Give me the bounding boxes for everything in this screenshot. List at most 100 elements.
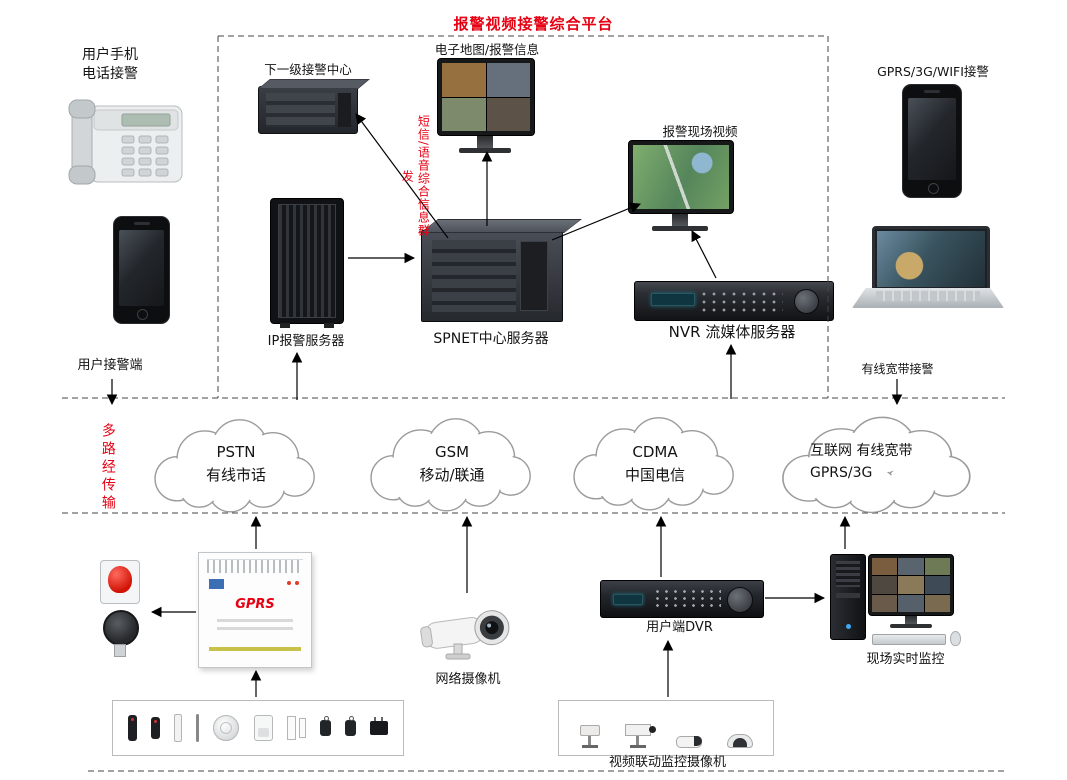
remote-control (151, 717, 161, 739)
panel-brand-text: GPRS (235, 597, 275, 612)
dvr-jog-dial (727, 587, 753, 613)
camera-kit-box (558, 700, 774, 756)
laptop-image (852, 226, 1004, 312)
multipath-label: 多路经传输 (99, 423, 116, 513)
sms-note-label: 短信/语音综合信息群发 (400, 114, 431, 238)
client-dvr-label: 用户端DVR (646, 620, 713, 635)
branch-center-server-image (258, 86, 358, 134)
sensor-kit-box (112, 700, 404, 756)
phone-screen (908, 98, 956, 180)
cloud-pstn-line1: PSTN (216, 443, 256, 461)
pir-motion-detector (253, 715, 273, 741)
dvr-device-image (600, 580, 764, 618)
mouse-image (950, 631, 961, 646)
cloud-gsm-label: GSM 移动/联通 (387, 441, 517, 486)
monitor-base (890, 624, 932, 628)
pc-monitor-image (868, 554, 954, 628)
phone-speaker (924, 90, 940, 93)
server-side-panel (520, 241, 548, 311)
alarm-panel-image: GPRS (198, 552, 312, 668)
desk-phone-image (68, 99, 183, 185)
monitor-stand (905, 616, 917, 624)
rack-bay (338, 93, 351, 127)
user-smartphone-image (113, 216, 170, 324)
panel-text-line (217, 619, 293, 622)
user-phone-label: 用户手机 电话接警 (58, 46, 162, 84)
nvr-server-label: NVR 流媒体服务器 (668, 323, 796, 341)
camera-mount-base (581, 745, 598, 748)
monitor-base (652, 226, 708, 231)
cloud-pstn-label: PSTN 有线市话 (168, 441, 304, 486)
monitor-screen-camera-grid (872, 558, 950, 612)
monitor-screen-map (633, 145, 729, 209)
horn-bracket (114, 644, 126, 657)
horn-siren-image (100, 608, 139, 657)
contact-bar (286, 716, 296, 740)
monitor-stand (672, 214, 688, 226)
bullet-camera-image (420, 610, 510, 660)
monitor-stand (477, 136, 493, 148)
box-camera (624, 724, 656, 748)
monitor-base (459, 148, 511, 153)
camera-mount-pole (636, 736, 639, 745)
next-center-label: 下一级接警中心 (264, 62, 352, 77)
cloud-internet-line1: 互联网 有线宽带 (810, 443, 913, 459)
door-sensor-strip (174, 714, 183, 742)
panel-logo-mark (209, 579, 224, 589)
cloud-gsm-line1: GSM (434, 443, 470, 461)
antenna-rod (196, 714, 200, 742)
laptop-keyboard-base (852, 288, 1004, 308)
dvr-led-display (613, 594, 643, 605)
user-phone-label-line1: 用户手机 (82, 47, 138, 63)
nvr-knob (794, 289, 819, 314)
cabinet-vent-door (278, 204, 336, 318)
phone-screen (119, 230, 164, 306)
tower-power-led (845, 624, 851, 629)
panel-terminal-block (207, 559, 303, 573)
dvr-buttons (653, 588, 721, 610)
door-magnet-contact (286, 716, 306, 740)
ptz-camera (579, 725, 600, 748)
strobe-siren-image (100, 560, 140, 604)
monitor-screen-camera-grid (442, 63, 530, 131)
laptop-keys (876, 291, 980, 301)
camera-mount-pole (588, 736, 591, 745)
pc-tower-image (830, 554, 866, 640)
nvr-buttons (699, 290, 783, 313)
ptz-camera-body (579, 725, 600, 736)
horn-speaker (103, 610, 139, 646)
monitor-frame (868, 554, 954, 616)
phone-home-button (927, 183, 939, 194)
cloud-pstn-line2: 有线市话 (205, 465, 266, 484)
dome-camera (726, 734, 753, 748)
wired-receive-label: 有线宽带接警 (861, 362, 934, 376)
cloud-cdma-line1: CDMA (632, 443, 678, 461)
camera-mount-base (629, 745, 646, 748)
mini-bullet-camera (675, 736, 702, 748)
nvr-display (651, 293, 695, 306)
emap-label: 电子地图/报警信息 (434, 42, 540, 57)
panel-led (295, 581, 299, 585)
cloud-internet-line2: GPRS/3G (810, 464, 873, 481)
network-camera-label: 网络摄像机 (435, 672, 501, 687)
panel-text-line (217, 627, 293, 630)
phone-home-button (137, 309, 148, 320)
phone-speaker (133, 222, 150, 225)
nvr-device-image (634, 281, 834, 321)
keyboard-image (872, 634, 946, 645)
smoke-detector (213, 715, 240, 741)
panel-accent-stripe (209, 647, 301, 651)
wireless-receive-label: GPRS/3G/WIFI接警 (877, 64, 989, 79)
user-phone-label-line2: 电话接警 (82, 65, 138, 82)
keyfob-remote (344, 716, 356, 736)
power-adapter (369, 717, 388, 735)
laptop-screen-image (877, 231, 985, 287)
monitor-frame (437, 58, 535, 136)
strobe-dome (108, 566, 132, 593)
ip-server-cabinet-image (270, 198, 344, 328)
linkage-cameras-label: 视频联动监控摄像机 (608, 755, 726, 770)
ip-server-label: IP报警服务器 (267, 334, 345, 349)
emap-monitor-image (437, 58, 535, 153)
cloud-gsm-line2: 移动/联通 (419, 465, 485, 484)
spnet-server-image (421, 230, 563, 322)
